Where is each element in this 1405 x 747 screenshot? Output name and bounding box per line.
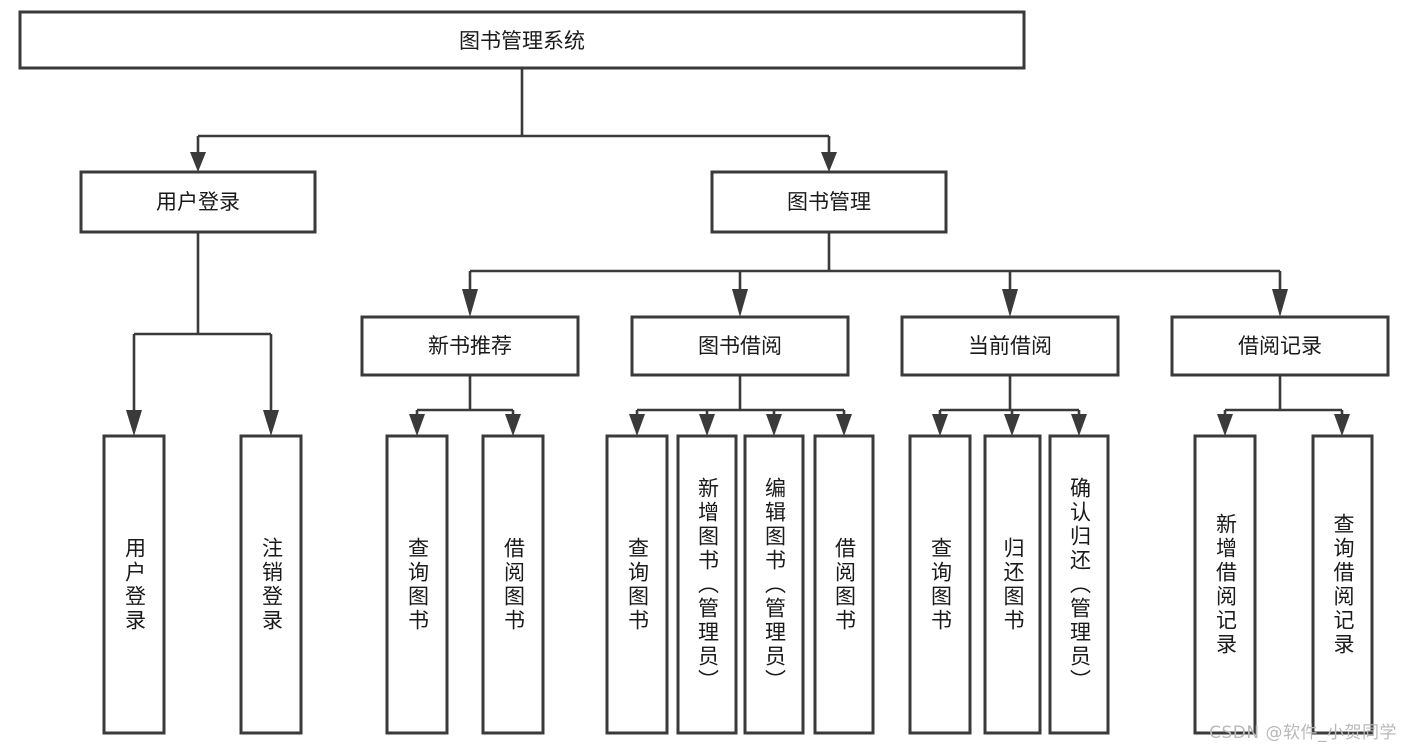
node-current-borrow-box[interactable] (900, 315, 1120, 377)
leaf-nb-query-book[interactable] (385, 434, 449, 735)
arrowhead-rc-to-query (1334, 414, 1350, 436)
node-root-system-box[interactable] (18, 10, 1026, 70)
leaf-cb-query-book[interactable] (908, 434, 972, 735)
leaf-cb-return-book[interactable] (983, 434, 1042, 735)
leaf-cb-return-book-box[interactable] (983, 434, 1042, 735)
arrowhead-cb-to-return (1004, 414, 1020, 436)
node-book-borrow-label: 图书借阅 (698, 334, 782, 358)
leaf-cb-query-book-box[interactable] (908, 434, 972, 735)
node-user-login[interactable]: 用户登录 (79, 170, 317, 234)
arrowhead-bb-to-edit (766, 414, 782, 436)
arrowhead-bb-to-query (629, 414, 645, 436)
node-borrow-record-label: 借阅记录 (1238, 334, 1322, 358)
leaf-cb-confirm-return[interactable] (1048, 434, 1110, 735)
arrowhead-nb-to-borrow (505, 414, 521, 436)
leaf-nb-borrow-book-box[interactable] (481, 434, 545, 735)
node-book-management-box[interactable] (710, 170, 948, 234)
arrowhead-bm-to-borrow (732, 289, 748, 317)
arrowhead-bm-to-record (1272, 289, 1288, 317)
arrowhead-cb-to-query (932, 414, 948, 436)
arrowhead-ul-to-leaf-login (126, 410, 142, 436)
leaf-bb-lend-book-box[interactable] (813, 434, 875, 735)
arrowhead-bb-to-lend (836, 414, 852, 436)
node-book-management[interactable]: 图书管理 (710, 170, 948, 234)
arrowhead-nb-to-query (409, 414, 425, 436)
leaf-rc-add-record-box[interactable] (1193, 434, 1257, 735)
leaf-nb-query-book-box[interactable] (385, 434, 449, 735)
leaf-bb-add-book[interactable] (676, 434, 738, 735)
leaf-rc-add-record[interactable] (1193, 434, 1257, 735)
arrowhead-cb-to-confirm (1071, 414, 1087, 436)
node-current-borrow-label: 当前借阅 (968, 334, 1052, 358)
leaf-user-login-box[interactable] (102, 434, 166, 735)
node-user-login-box[interactable] (79, 170, 317, 234)
arrowhead-root-to-user-login (190, 152, 206, 172)
arrowhead-root-to-book-mgmt (821, 152, 837, 172)
leaf-user-login[interactable] (102, 434, 166, 735)
leaf-bb-edit-book[interactable] (743, 434, 805, 735)
arrowhead-rc-to-add (1217, 414, 1233, 436)
leaf-bb-lend-book[interactable] (813, 434, 875, 735)
node-new-book-recommend-box[interactable] (360, 315, 580, 377)
leaf-bb-edit-book-box[interactable] (743, 434, 805, 735)
leaf-rc-query-record-box[interactable] (1311, 434, 1374, 735)
arrowhead-ul-to-leaf-logout (263, 410, 279, 436)
connector-layer (126, 68, 1350, 436)
node-borrow-record-box[interactable] (1170, 315, 1390, 377)
leaf-cb-confirm-return-box[interactable] (1048, 434, 1110, 735)
node-book-management-label: 图书管理 (787, 190, 871, 214)
node-book-borrow-box[interactable] (630, 315, 850, 377)
node-new-book-recommend-label: 新书推荐 (428, 334, 512, 358)
leaf-nb-borrow-book[interactable] (481, 434, 545, 735)
arrowhead-bb-to-add (699, 414, 715, 436)
leaf-bb-add-book-box[interactable] (676, 434, 738, 735)
node-root-system-label: 图书管理系统 (459, 29, 585, 53)
arrowhead-bm-to-current (1002, 289, 1018, 317)
leaf-bb-query-book-box[interactable] (605, 434, 669, 735)
node-root-system[interactable]: 图书管理系统 (18, 10, 1026, 70)
leaf-bb-query-book[interactable] (605, 434, 669, 735)
node-user-login-label: 用户登录 (156, 190, 240, 214)
leaf-rc-query-record[interactable] (1311, 434, 1374, 735)
node-current-borrow[interactable]: 当前借阅 (900, 315, 1120, 377)
node-new-book-recommend[interactable]: 新书推荐 (360, 315, 580, 377)
node-borrow-record[interactable]: 借阅记录 (1170, 315, 1390, 377)
leaf-logout[interactable] (239, 434, 303, 735)
leaf-logout-box[interactable] (239, 434, 303, 735)
arrowhead-bm-to-new-book (462, 289, 478, 317)
node-book-borrow[interactable]: 图书借阅 (630, 315, 850, 377)
